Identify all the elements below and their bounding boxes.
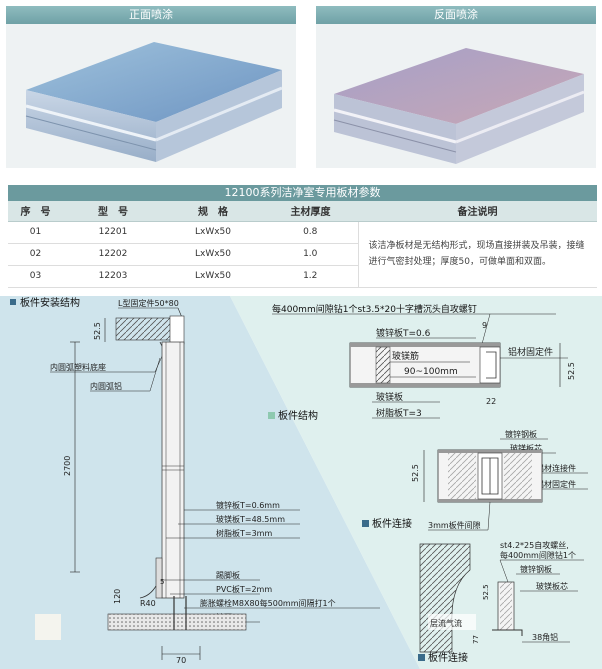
conn2-title: 板件连接	[428, 651, 468, 664]
r40-label: R40	[140, 599, 156, 608]
conn2-core-label: 玻镁板芯	[536, 581, 568, 591]
conn1-dim-525: 52.5	[411, 464, 420, 482]
spec-table-block: 12100系列洁净室专用板材参数 序 号 型 号 规 格 主材厚度 备注说明 0…	[8, 185, 597, 288]
structure-galv-layer	[350, 343, 500, 347]
cell-no: 03	[8, 265, 63, 288]
glass-board-label: 玻镁板	[376, 391, 403, 403]
conn2-dim-77: 77	[472, 635, 480, 644]
structure-top-note: 每400mm间隙钻1个st3.5*20十字槽沉头自攻螺钉	[272, 303, 477, 315]
structure-galv-label: 镀锌板T=0.6	[376, 327, 431, 339]
inner-arc-plastic-label: 内圆弧塑料底座	[50, 362, 106, 372]
dim-9: 9	[482, 321, 487, 330]
screw-label-2: 每400mm间隙钻1个	[500, 550, 576, 560]
range-label: 90~100mm	[404, 367, 458, 377]
dim-70: 70	[176, 656, 186, 665]
structure-resin-layer	[350, 383, 500, 387]
structure-rib	[375, 346, 391, 384]
structure-bullet	[268, 412, 275, 419]
cell-model: 12201	[63, 221, 163, 244]
spec-table-title: 12100系列洁净室专用板材参数	[8, 185, 597, 201]
front-photo-panel: 正面喷涂	[6, 6, 296, 168]
cell-thickness: 1.2	[263, 265, 358, 288]
structure-dim-525: 52.5	[567, 362, 576, 380]
cell-size: LxWx50	[163, 221, 263, 244]
dim-2700: 2700	[63, 456, 72, 476]
col-header-thickness: 主材厚度	[263, 201, 358, 222]
table-row: 01 12201 LxWx50 0.8 该洁净板材是无结构形式，现场直接拼装及吊…	[8, 221, 597, 288]
glass-rib-label: 玻镁筋	[392, 350, 419, 362]
conn1-connector-label: 铝材连接件	[536, 463, 576, 473]
conn1-galv-label: 镀锌钢板	[505, 429, 537, 439]
kick-label: 踢脚板	[216, 570, 240, 580]
al38-label: 38角铝	[532, 632, 558, 642]
conn1-bullet	[362, 520, 369, 527]
l-bracket-label: L型固定件50*80	[118, 298, 179, 308]
bg-band-left	[0, 296, 420, 669]
col-header-size: 规 格	[163, 201, 263, 222]
back-photo-label: 反面喷涂	[316, 6, 596, 24]
front-panel-image	[25, 42, 283, 162]
col-header-remark: 备注说明	[358, 201, 597, 222]
back-panel-image	[333, 48, 585, 164]
col-header-no: 序 号	[8, 201, 63, 222]
bg-band-right	[230, 296, 602, 669]
cell-no: 01	[8, 221, 63, 244]
laminar-label: 层流气流	[430, 618, 462, 628]
dim-120: 120	[113, 589, 122, 604]
cell-model: 12202	[63, 243, 163, 266]
screw-label: st4.2*25自攻螺丝,	[500, 540, 569, 550]
top-strip	[0, 0, 602, 6]
kick-plate	[155, 557, 163, 599]
cell-no: 02	[8, 243, 63, 266]
structure-panel	[349, 342, 501, 388]
conn1-al-fix-label: 铝材固定件	[536, 479, 576, 489]
spec-table-header-row: 序 号 型 号 规 格 主材厚度 备注说明	[8, 201, 597, 222]
resin-label: 树脂板T=3mm	[216, 528, 272, 538]
cell-model: 12203	[63, 265, 163, 288]
glass-mg-label: 玻镁板T=48.5mm	[216, 514, 285, 524]
section-bullet	[10, 299, 16, 305]
front-photo-label: 正面喷涂	[6, 6, 296, 24]
dim-22: 22	[486, 397, 496, 406]
col-header-model: 型 号	[63, 201, 163, 222]
install-title: 板件安装结构	[20, 296, 80, 309]
cell-size: LxWx50	[163, 265, 263, 288]
table-row: 03 12203 LxWx50 1.2	[8, 265, 597, 288]
bg-square	[35, 614, 61, 640]
installation-diagram: 板件安装结构 L型固定件50*80 52.5 内圆弧塑料底座 内圆弧铝 2700…	[0, 296, 602, 669]
spec-table: 序 号 型 号 规 格 主材厚度 备注说明 01 12201 LxWx50 0.…	[8, 201, 597, 288]
cell-remark: 该洁净板材是无结构形式，现场直接拼装及吊装，接缝进行气密封处理；厚度50，可做单…	[357, 221, 597, 288]
pvc-label: PVC板T=2mm	[216, 584, 272, 594]
inner-arc-al-label: 内圆弧铝	[90, 381, 122, 391]
cell-size: LxWx50	[163, 243, 263, 266]
conn2-dim-525: 52.5	[482, 584, 490, 600]
conn1-gap-label: 3mm板件间隙	[428, 520, 481, 530]
table-row: 02 12202 LxWx50 1.0	[8, 243, 597, 266]
conn1-core-label: 玻镁板芯	[510, 443, 542, 453]
structure-resin-label: 树脂板T=3	[376, 407, 422, 419]
galv-label: 镀锌板T=0.6mm	[216, 500, 280, 510]
floor-section	[107, 613, 247, 631]
conn2-galv-label: 镀锌钢板	[520, 564, 552, 574]
structure-al-fix	[479, 346, 501, 384]
conn2-bullet	[418, 654, 425, 661]
structure-al-fix-label: 铝材固定件	[508, 346, 553, 358]
conn1-title: 板件连接	[372, 517, 412, 530]
cell-thickness: 1.0	[263, 243, 358, 266]
bolt-label: 膨胀螺栓M8X80每500mm间隔打1个	[200, 598, 336, 608]
cell-thickness: 0.8	[263, 221, 358, 244]
back-photo-panel: 反面喷涂	[316, 6, 596, 168]
dim-525-top: 52.5	[93, 322, 102, 340]
l-bracket	[169, 315, 185, 345]
structure-title: 板件结构	[278, 409, 318, 422]
dim-5: 5	[160, 578, 164, 586]
